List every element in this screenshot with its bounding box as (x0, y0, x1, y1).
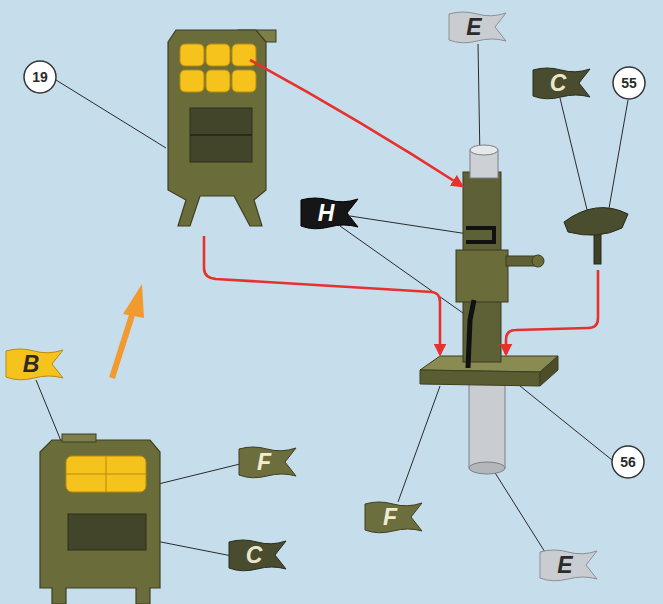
fuel-cans (180, 44, 256, 92)
assembly-arrow (506, 270, 598, 354)
assembly-arrow (204, 236, 440, 354)
paint-flag: F (238, 445, 296, 479)
leader-line (478, 44, 480, 160)
paint-code: B (5, 347, 63, 381)
step-arrow-shaft (112, 312, 133, 378)
lower-cylinder-end (469, 462, 505, 474)
lower-cylinder (469, 382, 505, 468)
leader-line (56, 80, 166, 148)
paint-code: E (539, 548, 597, 582)
armor-panel-part (168, 30, 276, 226)
fuel-can (232, 70, 256, 92)
seat-top (564, 208, 628, 236)
top-cylinder-end (470, 145, 498, 155)
paint-code: E (448, 10, 506, 44)
paint-flag: C (532, 66, 590, 100)
leader-line (350, 216, 468, 234)
fuel-can (180, 44, 204, 66)
step-arrow-head (123, 284, 144, 318)
paint-code: F (364, 500, 422, 534)
paint-code: H (300, 196, 358, 230)
panel-tab (62, 434, 96, 442)
assembly-arrow (250, 60, 462, 186)
fuel-can (206, 70, 230, 92)
base-plate-side (540, 356, 558, 386)
leader-line (340, 226, 470, 318)
callout-circle: 19 (23, 60, 57, 94)
can-seam (66, 474, 146, 475)
paint-flag: H (300, 196, 358, 230)
paint-flag: E (539, 548, 597, 582)
paint-code: C (228, 538, 286, 572)
panel-body (40, 440, 160, 604)
callout-number: 19 (23, 60, 57, 94)
leader-line (398, 386, 440, 502)
leader-lines (36, 44, 628, 560)
leader-line (560, 98, 588, 214)
paint-flag: E (448, 10, 506, 44)
fuel-can (180, 70, 204, 92)
paint-flag: B (5, 347, 63, 381)
paint-flag: C (228, 538, 286, 572)
storage-box (68, 514, 146, 550)
paint-flag: F (364, 500, 422, 534)
column-housing (456, 250, 508, 302)
circle-shape (612, 446, 644, 478)
callout-number: 55 (612, 66, 646, 100)
rod-part (468, 300, 474, 368)
circle-shape (613, 67, 645, 99)
seat-part (564, 208, 628, 264)
assembly-arrows (204, 60, 598, 354)
box-seam (190, 134, 252, 136)
step-arrow (112, 284, 144, 378)
callout-number: 56 (611, 445, 645, 479)
leader-line (492, 468, 550, 560)
leader-line (520, 386, 612, 460)
paint-code: F (238, 445, 296, 479)
fuel-cans (66, 456, 146, 492)
handle-knob (532, 255, 544, 267)
paint-code: C (532, 66, 590, 100)
fuel-can (206, 44, 230, 66)
armor-panel-stage (40, 434, 160, 604)
circle-shape (24, 61, 56, 93)
callout-circle: 55 (612, 66, 646, 100)
storage-box (190, 108, 252, 162)
clamp-part (466, 228, 494, 242)
base-plate-front (420, 370, 540, 386)
callout-circle: 56 (611, 445, 645, 479)
leader-line (608, 100, 628, 214)
